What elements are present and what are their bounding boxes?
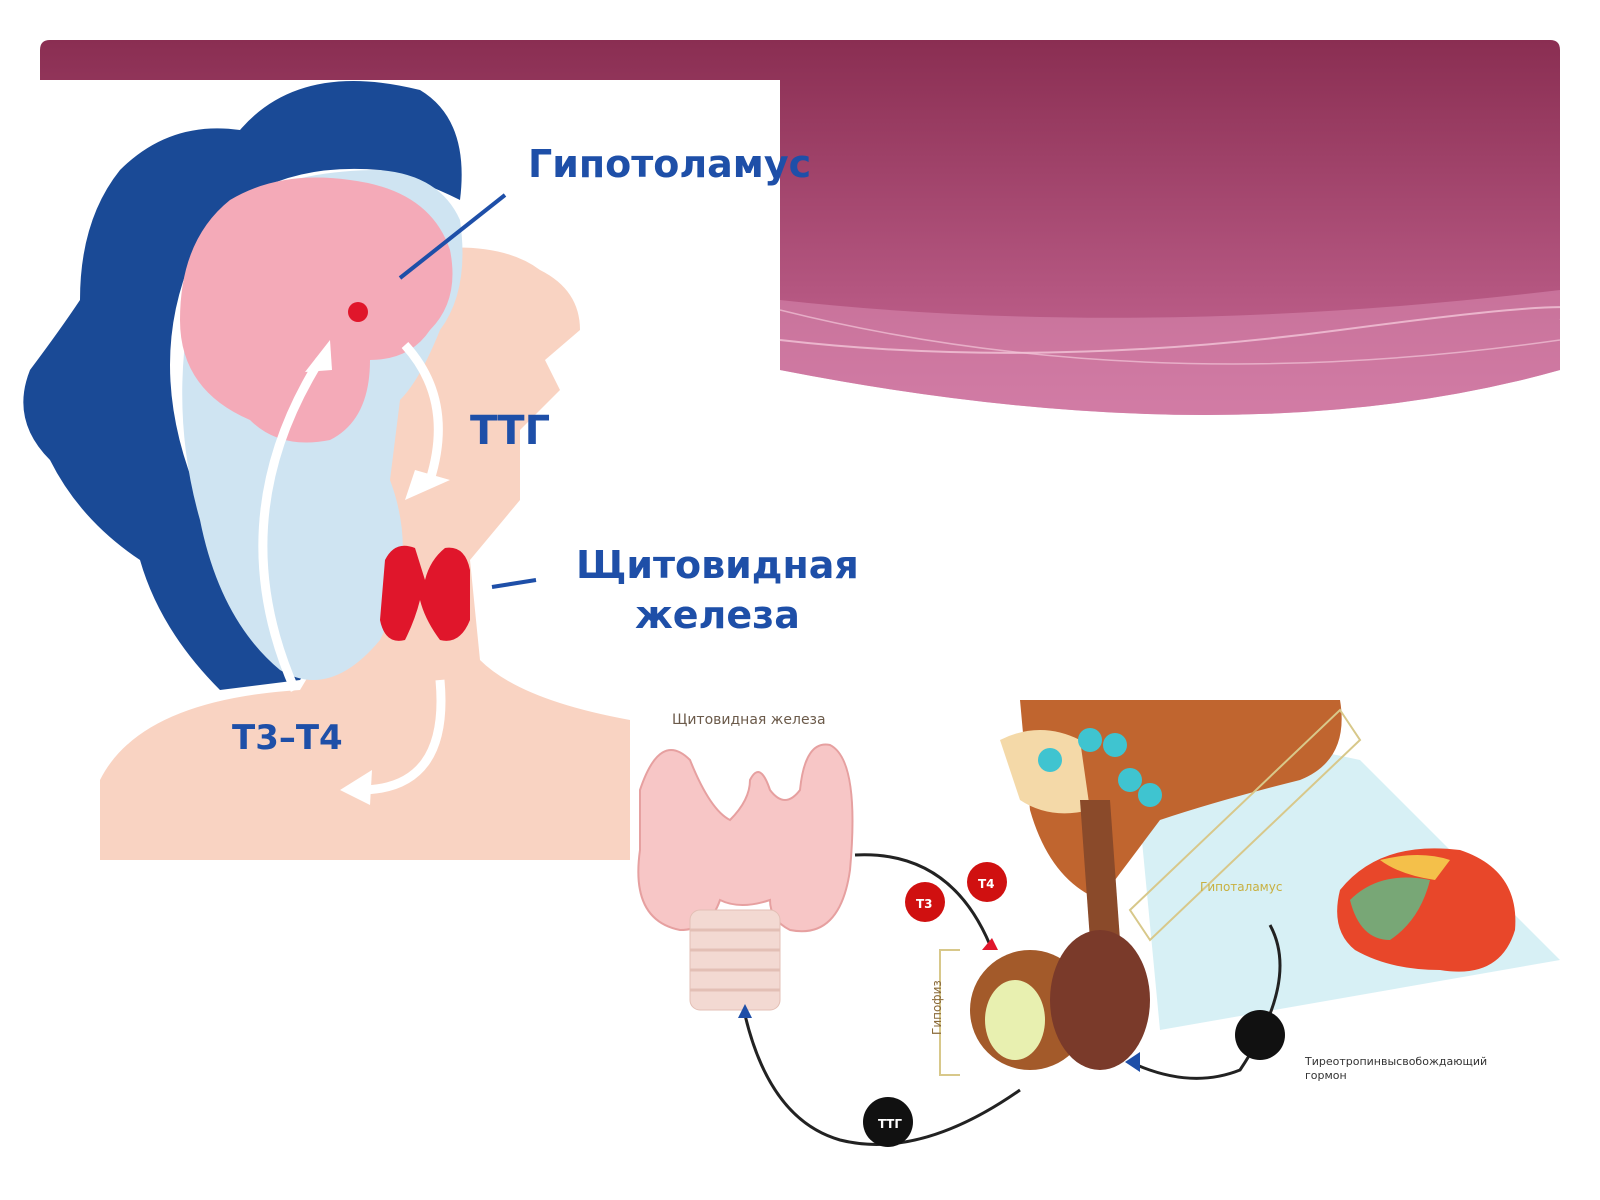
arrow-t3t4 (359, 679, 446, 795)
label-ttg: ТТГ (470, 408, 551, 454)
brain-tissue-light (1000, 730, 1090, 814)
pituitary-posterior (1050, 930, 1150, 1070)
arrow-ttg-return (743, 1014, 1021, 1146)
pituitary-bracket (939, 949, 960, 1076)
trachea-drawing (689, 909, 781, 1011)
label-t3-circle: Т3 (916, 897, 933, 911)
pituitary-stalk (1080, 800, 1120, 940)
label-thyroid-line1: Щитовидная (576, 543, 859, 587)
arrow-ttg (401, 341, 443, 482)
thyroid-shape (380, 545, 470, 641)
label-ttg-circle: ТТГ (878, 1117, 903, 1131)
label-hypothalamus: Гипотоламус (528, 142, 812, 186)
label-trh-small: Тиреотропинвысвобождающий гормон (1305, 1055, 1488, 1082)
neuron-3 (1103, 733, 1127, 757)
neuron-5 (1138, 783, 1162, 807)
hair-shape (23, 81, 462, 690)
ttg-circle (863, 1097, 913, 1147)
hypothalamus-dot (348, 302, 368, 322)
label-thyroid-line2: железа (634, 593, 800, 637)
label-thyroid-gland: Щитовидная железа (576, 540, 859, 640)
arrow-t3-t4 (854, 853, 992, 946)
pituitary-cells (985, 980, 1045, 1060)
brain-small-drawing (1337, 848, 1516, 972)
t4-circle (967, 862, 1007, 902)
t3-circle (905, 882, 945, 922)
neuron-1 (1038, 748, 1062, 772)
head-illustration (23, 81, 630, 860)
label-thyroid-gland-small: Щитовидная железа (672, 712, 826, 728)
brain-shape (180, 177, 453, 443)
neuron-2 (1078, 728, 1102, 752)
thyroid-gland-drawing (637, 743, 854, 933)
trh-circle (1235, 1010, 1285, 1060)
slide-header-banner (40, 40, 1560, 415)
label-t4-circle: Т4 (978, 877, 995, 891)
arrow-trh (1129, 924, 1282, 1080)
arrow-feedback (258, 357, 324, 692)
hypothalamus-bracket (1128, 708, 1362, 942)
hypothalamus-pointer (398, 193, 507, 280)
label-pituitary-small: Гипофиз (930, 980, 944, 1035)
neuron-4 (1118, 768, 1142, 792)
anatomy-illustration (637, 700, 1560, 1147)
label-t3-t4: T3–T4 (232, 718, 343, 758)
thyroid-pointer (491, 578, 537, 589)
label-hypothalamus-small: Гипоталамус (1200, 880, 1283, 894)
